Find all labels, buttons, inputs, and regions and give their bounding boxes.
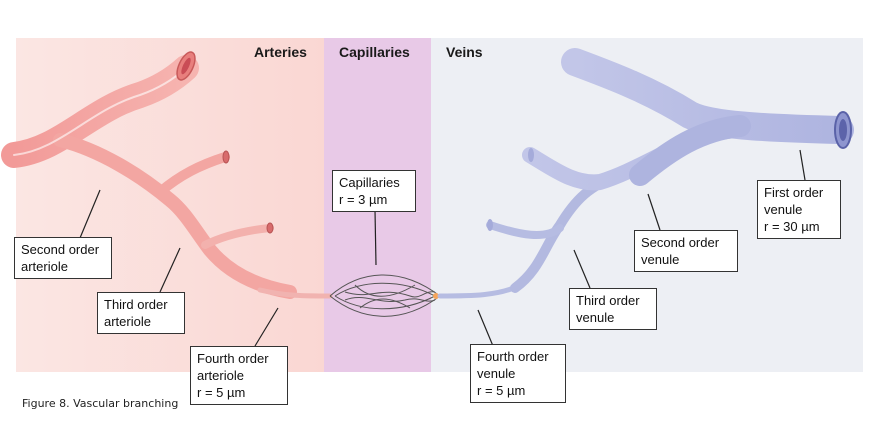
first-order-venule-vessel — [561, 48, 854, 144]
arterial-tree — [1, 55, 333, 299]
label-second-order-arteriole: Second order arteriole — [14, 237, 112, 279]
third-order-arteriole-vessel — [155, 152, 230, 197]
capillaries-header: Capillaries — [339, 44, 410, 60]
veins-header: Veins — [446, 44, 483, 60]
vein-openings — [487, 111, 852, 231]
fourth-order-venule-vessel — [437, 282, 523, 299]
label-capillaries: Capillaries r = 3 µm — [332, 170, 416, 212]
venous-tree — [437, 48, 854, 299]
label-fourth-order-arteriole: Fourth order arteriole r = 5 µm — [190, 346, 288, 405]
fourth-order-arteriole-vessel — [257, 287, 333, 299]
label-second-order-venule: Second order venule — [634, 230, 738, 272]
artery-openings — [176, 51, 274, 234]
label-third-order-venule: Third order venule — [569, 288, 657, 330]
figure-caption: Figure 8. Vascular branching — [22, 397, 179, 410]
leader-lines — [79, 149, 806, 347]
arteries-header: Arteries — [254, 44, 307, 60]
third-order-venule-vessel — [486, 221, 564, 239]
label-fourth-order-venule: Fourth order venule r = 5 µm — [470, 344, 566, 403]
second-order-arteriole-vessel — [1, 55, 199, 168]
label-third-order-arteriole: Third order arteriole — [97, 292, 185, 334]
label-first-order-venule: First order venule r = 30 µm — [757, 180, 841, 239]
capillary-bed — [329, 274, 441, 317]
